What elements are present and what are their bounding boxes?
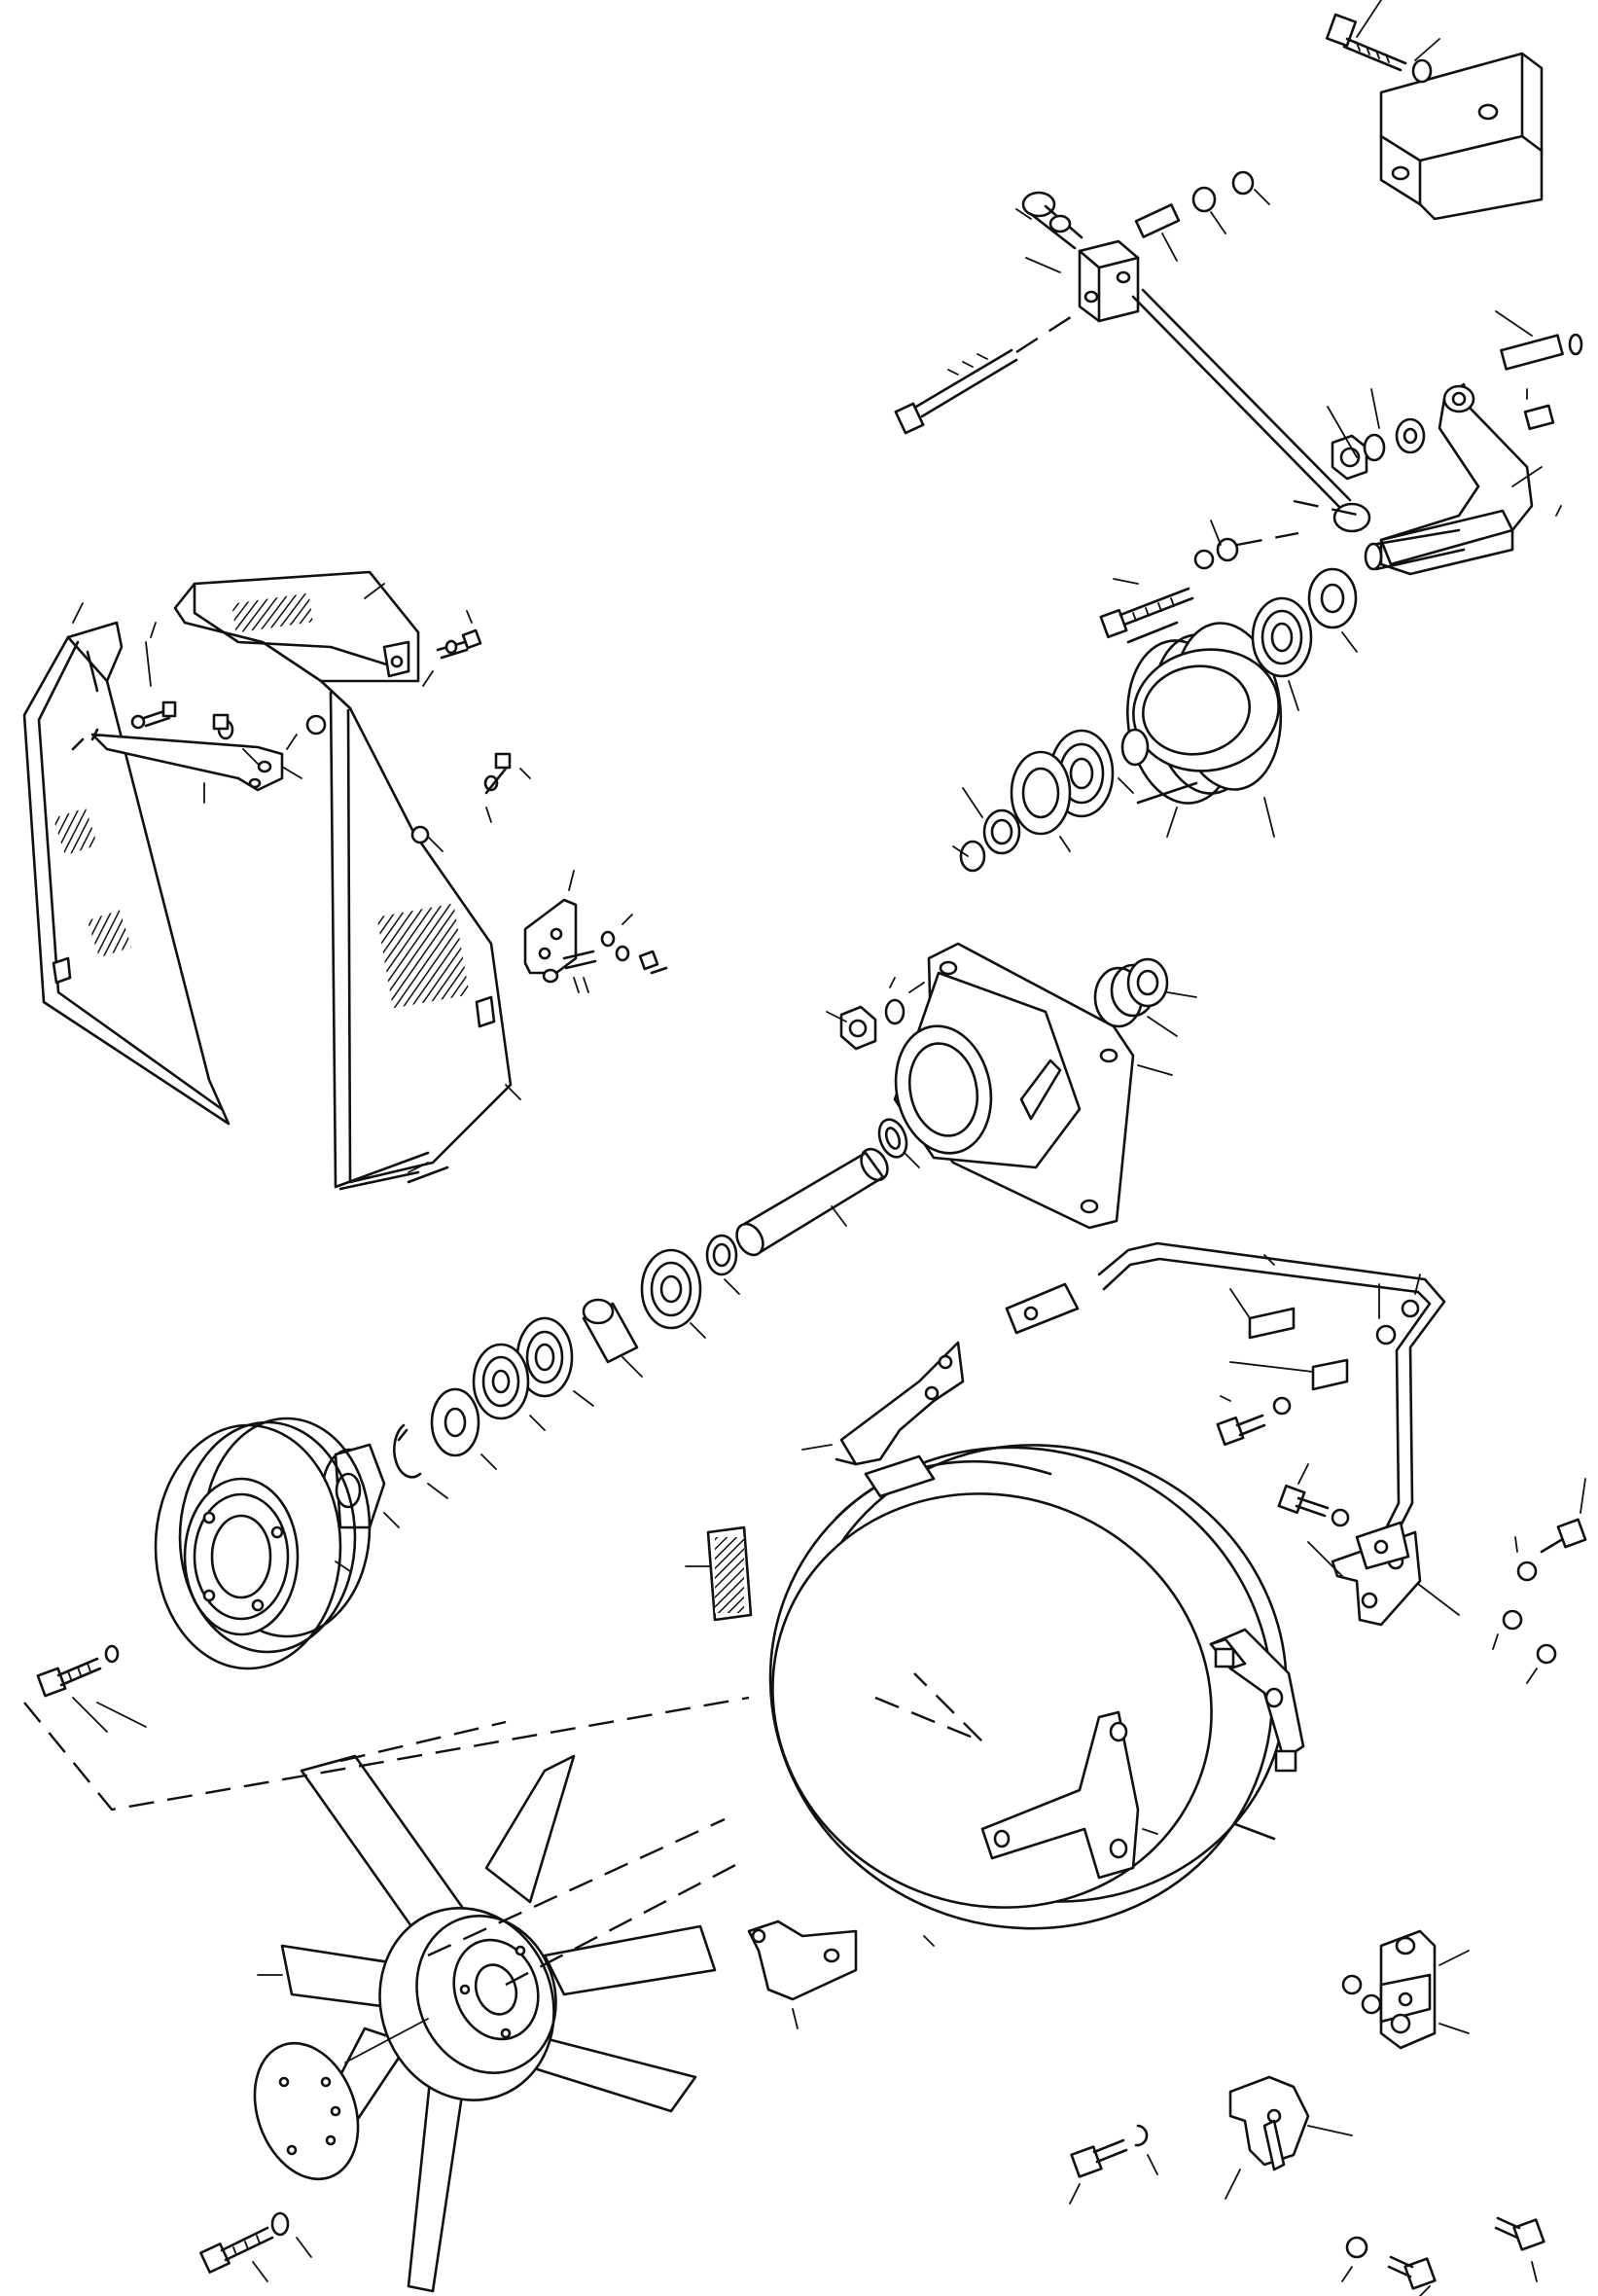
- shaft-spacer: [584, 1300, 642, 1377]
- pivot-pin: [1496, 311, 1581, 429]
- shroud-center-bracket: [982, 1712, 1157, 1878]
- tensioner-washers: [1328, 389, 1424, 479]
- fan-shaft: [731, 1144, 893, 1259]
- shaft-bearing-front: [642, 1236, 739, 1338]
- shroud-lower-tab: [1225, 2077, 1352, 2199]
- fan-spacer-plate: [236, 2019, 428, 2194]
- shaft-circlip: [394, 1425, 447, 1498]
- arm-bolt-and-nuts: [1101, 520, 1298, 637]
- bracket-bolt: [1327, 0, 1439, 82]
- housing-seal: [1095, 959, 1196, 1036]
- tensioner-bearing-right: [1253, 569, 1357, 710]
- fan-blade: [258, 1756, 715, 2291]
- hose-spacer: [686, 1527, 751, 1620]
- mounting-bracket: [1381, 54, 1542, 219]
- shroud-lower-mount: [749, 1921, 856, 2028]
- pulley-bolt: [38, 1646, 146, 1732]
- adjusting-bolt: [896, 311, 1080, 433]
- shaft-bearing-rear: [474, 1318, 593, 1430]
- right-side-hardware: [1493, 1479, 1585, 1683]
- guard-top-bracket: [175, 572, 418, 681]
- guard-hardware: [132, 611, 530, 851]
- shroud-mount-tab: [866, 1456, 1303, 1771]
- tensioner-arm: [1366, 384, 1561, 574]
- guard-clip-bracket: [525, 871, 666, 992]
- fan-support-housing: [884, 944, 1172, 1228]
- fan-guard-right: [321, 681, 520, 1189]
- tensioner-pulley: [1118, 616, 1292, 837]
- rod-clip: [1230, 1289, 1347, 1389]
- rod-hardware: [1218, 1274, 1420, 1525]
- tensioner-eye-bolt: [1016, 193, 1082, 272]
- tensioner-block: [1080, 241, 1138, 321]
- fan-bolt: [200, 2213, 311, 2281]
- shaft-washer: [432, 1389, 496, 1469]
- pin-and-nut: [1136, 172, 1269, 261]
- fan-drive-pulley: [156, 1418, 370, 1668]
- shaft-snap-ring: [874, 1116, 919, 1167]
- support-rod: [1133, 290, 1369, 531]
- guard-brace: [92, 735, 302, 803]
- shroud-support-rod: [1007, 1243, 1444, 1568]
- lower-bolts: [1070, 1976, 1544, 2296]
- fan-guard-left: [24, 603, 229, 1124]
- assembly-lines: [24, 501, 1362, 1985]
- tensioner-bearing-left: [953, 730, 1148, 871]
- upper-left-bracket: [802, 1343, 963, 1464]
- housing-stud-nut: [827, 978, 924, 1049]
